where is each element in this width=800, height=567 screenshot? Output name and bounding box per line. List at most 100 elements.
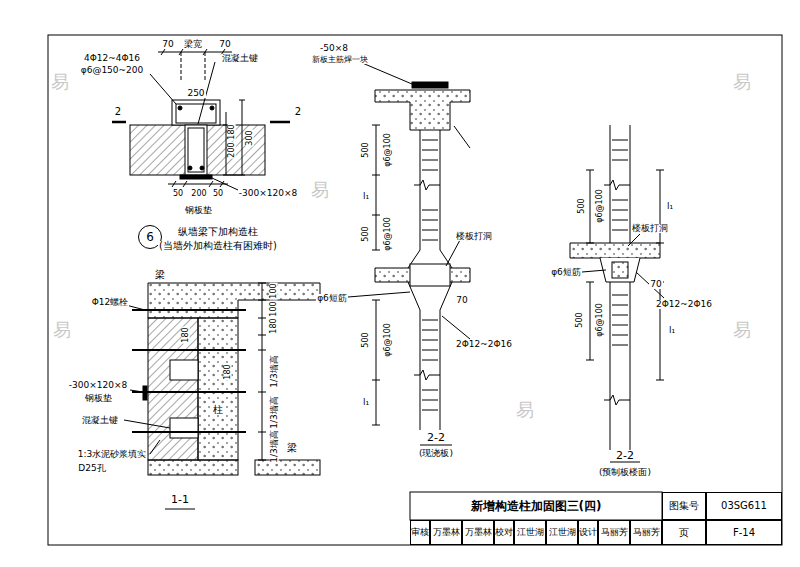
annotation: 50 xyxy=(212,190,224,198)
annotation: (预制板楼面) xyxy=(598,468,652,477)
watermark: 易 xyxy=(50,73,70,91)
annotation: l₁ xyxy=(668,326,676,335)
annotation: 70 xyxy=(218,40,231,49)
annotation: 钢板垫 xyxy=(184,206,213,215)
cell-text: 图集号 xyxy=(669,501,699,511)
annotation: φ6@150~200 xyxy=(80,66,145,75)
watermark: 易 xyxy=(310,181,330,199)
annotation: 梁宽 xyxy=(183,40,203,49)
annotation: 楼板打洞 xyxy=(631,224,669,233)
dimension-text: 180 xyxy=(228,123,236,140)
annotation: 2Φ12~2Φ16 xyxy=(455,340,513,349)
dimension-text: 180 xyxy=(182,326,190,343)
title-block-cell: 马丽芳 xyxy=(598,520,630,545)
annotation: -50×8 xyxy=(319,44,349,53)
annotation: -300×120×8 xyxy=(238,189,298,198)
dimension-text: φ6@100 xyxy=(384,322,392,358)
dimension-text: φ6@100 xyxy=(384,216,392,252)
dimension-text: 1/3墙高 xyxy=(269,395,278,429)
annotation: 2 xyxy=(114,107,122,117)
dimension-text: φ6@100 xyxy=(596,302,604,338)
cell-text: 马丽芳 xyxy=(601,528,628,537)
cell-text: 03SG611 xyxy=(721,501,767,511)
annotation: 250 xyxy=(186,89,205,98)
annotation: 70 xyxy=(649,280,662,289)
title-block-cell: 万墨林 xyxy=(462,520,494,545)
annotation: l₁ xyxy=(362,192,370,201)
cell-text: 江世湖 xyxy=(517,528,544,537)
title-block-cell: 03SG611 xyxy=(706,492,782,520)
title-block-cell: 设计 xyxy=(578,520,598,545)
watermark: 易 xyxy=(732,321,752,339)
cell-text: 万墨林 xyxy=(465,528,492,537)
dimension-text: 180 xyxy=(270,317,278,334)
title-block-cell: 校对 xyxy=(494,520,514,545)
annotation: 1:3水泥砂浆填实 xyxy=(77,450,147,459)
drawing-title: 新增构造柱加固图三(四) xyxy=(410,492,662,520)
dimension-text: 300 xyxy=(246,129,254,146)
annotation: 200 xyxy=(190,190,207,198)
watermark: 易 xyxy=(732,73,752,91)
title-block-cell: 万墨林 xyxy=(430,520,462,545)
dimension-text: 200 xyxy=(228,141,236,158)
annotation: (现浇板) xyxy=(418,449,454,458)
annotation: 70 xyxy=(161,40,174,49)
cell-text: F-14 xyxy=(733,528,755,538)
annotation: 钢板垫 xyxy=(84,394,113,403)
annotation: 1-1 xyxy=(170,494,190,505)
dimension-text: 100 xyxy=(270,282,278,299)
cell-text: 设计 xyxy=(579,528,597,537)
annotation: l₁ xyxy=(362,398,370,407)
annotation: 2-2 xyxy=(426,432,446,443)
annotation: -300×120×8 xyxy=(68,381,128,390)
annotation: φ6短筋 xyxy=(316,294,348,303)
annotation: 2 xyxy=(294,107,302,117)
dimension-text: 1/3墙高 xyxy=(269,429,278,463)
annotation: Φ12螺栓 xyxy=(91,298,130,307)
annotation: D25孔 xyxy=(77,464,106,473)
dimension-text: 100 xyxy=(270,300,278,317)
annotation: 2-2 xyxy=(615,450,635,461)
cell-text: 江世湖 xyxy=(549,528,576,537)
watermark: 易 xyxy=(52,321,72,339)
dimension-text: 500 xyxy=(362,225,370,242)
title-block-cell: 页 xyxy=(662,520,706,545)
dimension-text: 500 xyxy=(362,141,370,158)
annotation: φ6短筋 xyxy=(550,268,582,277)
annotation: 柱 xyxy=(212,405,224,415)
cell-text: 马丽芳 xyxy=(633,528,660,537)
title-block-cell: 马丽芳 xyxy=(630,520,662,545)
annotation: 纵墙梁下加构造柱 xyxy=(177,227,259,237)
annotation: l₁ xyxy=(666,202,674,211)
dimension-text: 1/3墙高 xyxy=(269,354,278,388)
title-block-cell: 审核 xyxy=(410,520,430,545)
cell-text: 万墨林 xyxy=(433,528,460,537)
title-block-cell: F-14 xyxy=(706,520,782,545)
annotation: 2Φ12~2Φ16 xyxy=(655,300,713,309)
dimension-text: φ6@100 xyxy=(596,188,604,224)
annotation: 楼板打洞 xyxy=(455,232,493,241)
annotation: 混凝土键 xyxy=(81,416,119,425)
annotation: 50 xyxy=(172,190,184,198)
dimension-text: φ6@100 xyxy=(384,132,392,168)
cell-text: 页 xyxy=(679,528,689,538)
title-block-cell: 江世湖 xyxy=(546,520,578,545)
annotation: 梁 xyxy=(154,270,166,280)
annotation: 梁 xyxy=(286,443,298,453)
dimension-text: 180 xyxy=(224,363,232,380)
annotation: 新板主筋焊一块 xyxy=(311,56,369,64)
cell-text: 校对 xyxy=(495,528,513,537)
dimension-text: 500 xyxy=(578,197,586,214)
cell-text: 6 xyxy=(146,231,154,243)
watermark: 易 xyxy=(515,401,535,419)
dimension-text: 500 xyxy=(576,311,584,328)
dimension-text: 500 xyxy=(362,331,370,348)
annotation: 70 xyxy=(455,296,468,305)
cell-text: 审核 xyxy=(411,528,429,537)
title-block-cell: 图集号 xyxy=(662,492,706,520)
title-block-cell: 江世湖 xyxy=(514,520,546,545)
annotation: 4Φ12~4Φ16 xyxy=(83,54,141,63)
annotation: 混凝土键 xyxy=(221,54,259,63)
